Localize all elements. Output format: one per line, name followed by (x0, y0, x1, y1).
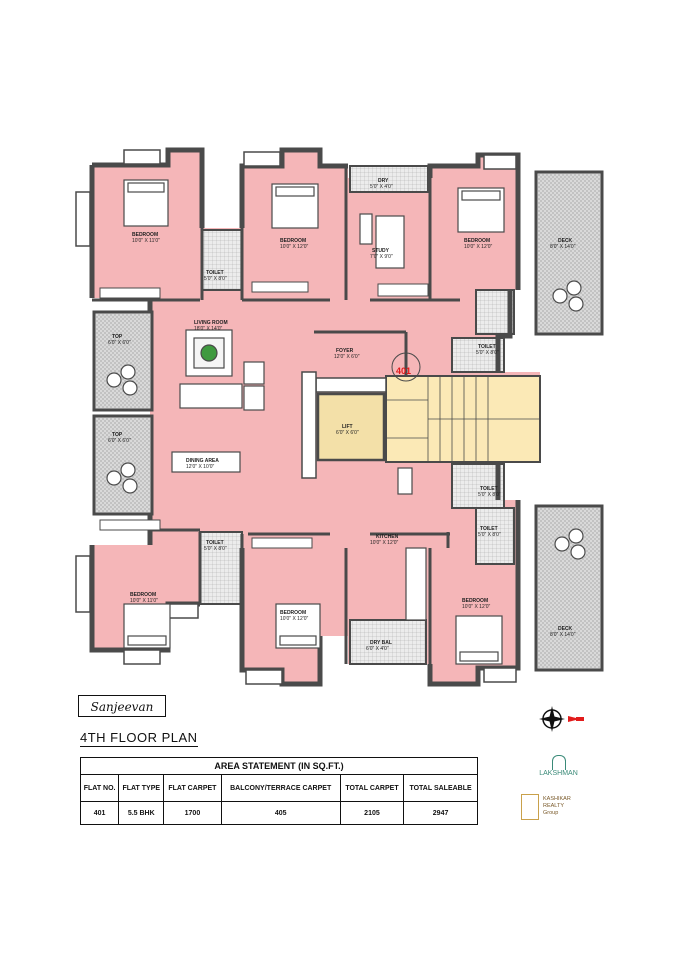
realty-line-2: REALTY (543, 803, 564, 809)
toilet-e (475, 507, 515, 565)
deck2-name: DECK (558, 626, 573, 632)
deck-right-bottom (534, 504, 604, 672)
dry-name: DRY (378, 178, 389, 184)
drybal-name: DRY BAL (370, 640, 392, 646)
floor-plan-drawing: BEDROOM 10'0" X 11'0" BEDROOM 10'0" X 12… (75, 147, 604, 687)
foyer-dim: 12'0" X 6'0" (334, 354, 360, 360)
living-furniture (171, 213, 427, 621)
cell-flat-carpet: 1700 (163, 801, 222, 825)
realty-line-3: Group (543, 810, 559, 816)
bed5-name: BEDROOM (280, 610, 306, 616)
toilet4-name: TOILET (480, 526, 498, 532)
study-name: STUDY (372, 248, 390, 254)
realty-mark-icon (521, 794, 539, 820)
lift-name: LIFT (342, 424, 353, 430)
bed4-name: BEDROOM (130, 592, 156, 598)
toilet3-name: TOILET (480, 486, 498, 492)
bed6-dim: 10'0" X 12'0" (462, 604, 490, 610)
top1-name: TOP (112, 334, 123, 340)
cell-balcony: 405 (220, 801, 341, 825)
shaft-box (315, 377, 387, 393)
deck1-dim: 8'0" X 14'0" (550, 244, 576, 250)
dining-name: DINING AREA (186, 458, 219, 464)
header-flat-no: FLAT NO. (79, 774, 120, 802)
arch-icon (552, 755, 566, 770)
deck-seats (106, 280, 586, 560)
foyer-name: FOYER (336, 348, 354, 354)
entry-door-arc (391, 352, 421, 382)
developer-logo: LAKSHMAN KASHIKAR REALTY Group (519, 752, 598, 828)
toilet1-name: TOILET (206, 270, 224, 276)
cell-flat-no: 401 (79, 801, 120, 825)
flat-badge: 401 (396, 366, 411, 376)
compass-icon (539, 706, 584, 732)
toilet-f (199, 531, 243, 605)
cell-total-saleable: 2947 (403, 801, 478, 825)
header-balcony: BALCONY/TERRACE CARPET (220, 774, 341, 802)
kitchen-dim: 10'0" X 12'0" (370, 540, 398, 546)
toilet3-dim: 5'0" X 8'0" (478, 492, 501, 498)
area-statement-table: AREA STATEMENT (IN SQ.FT.) FLAT NO. FLAT… (79, 757, 478, 825)
bed1-name: BEDROOM (132, 232, 158, 238)
cell-total-carpet: 2105 (339, 801, 405, 825)
dry-dim: 5'0" X 4'0" (370, 184, 393, 190)
bed4-dim: 10'0" X 11'0" (130, 598, 158, 604)
toilet4-dim: 5'0" X 8'0" (478, 532, 501, 538)
bed3-name: BEDROOM (464, 238, 490, 244)
toilet2-name: TOILET (478, 344, 496, 350)
toilet1-dim: 5'0" X 8'0" (204, 276, 227, 282)
deck2-dim: 8'0" X 14'0" (550, 632, 576, 638)
cell-flat-type: 5.5 BHK (118, 801, 165, 825)
ducts (301, 371, 317, 479)
partitions (92, 166, 460, 664)
toilet2-dim: 5'0" X 8'0" (476, 350, 499, 356)
wardrobes (99, 281, 429, 549)
toilet-d (451, 463, 505, 509)
bed2-dim: 10'0" X 12'0" (280, 244, 308, 250)
header-flat-type: FLAT TYPE (118, 774, 165, 802)
area-caption: AREA STATEMENT (IN SQ.FT.) (80, 757, 478, 775)
lift-dim: 6'0" X 6'0" (336, 430, 359, 436)
drybal-dim: 6'0" X 4'0" (366, 646, 389, 652)
dining-dim: 12'0" X 10'0" (186, 464, 214, 470)
lift-box (316, 392, 386, 462)
dry-top (349, 165, 429, 193)
deck-left-top (92, 310, 154, 412)
header-flat-carpet: FLAT CARPET (163, 774, 222, 802)
dry-bottom (349, 619, 427, 665)
brand-logo: Sanjeevan (78, 695, 166, 717)
room-labels: BEDROOM 10'0" X 11'0" BEDROOM 10'0" X 12… (108, 178, 576, 652)
kitchen-name: KITCHEN (376, 534, 399, 540)
bed5-dim: 10'0" X 12'0" (280, 616, 308, 622)
top2-dim: 6'0" X 6'0" (108, 438, 131, 444)
beds (123, 179, 505, 665)
toilet5-name: TOILET (206, 540, 224, 546)
top2-name: TOP (112, 432, 123, 438)
toilet5-dim: 5'0" X 8'0" (204, 546, 227, 552)
walls (89, 147, 521, 687)
stair-treads (386, 376, 540, 462)
developer-logo-bottom: KASHIKAR REALTY Group (519, 790, 598, 828)
living-name: LIVING ROOM (194, 320, 228, 326)
header-total-carpet: TOTAL CARPET (339, 774, 405, 802)
developer-name-top: LAKSHMAN (539, 770, 578, 777)
toilet-c (451, 337, 505, 373)
header-total-saleable: TOTAL SALEABLE (403, 774, 478, 802)
realty-line-1: KASHIKAR (543, 796, 571, 802)
deck1-name: DECK (558, 238, 573, 244)
bed3-dim: 10'0" X 12'0" (464, 244, 492, 250)
top1-dim: 6'0" X 6'0" (108, 340, 131, 346)
floor-plan-title: 4TH FLOOR PLAN (80, 730, 198, 747)
windows (75, 149, 517, 685)
bed1-dim: 10'0" X 11'0" (132, 238, 160, 244)
developer-logo-top: LAKSHMAN (519, 752, 598, 782)
bed6-name: BEDROOM (462, 598, 488, 604)
living-dim: 18'0" X 14'0" (194, 326, 222, 332)
study-dim: 7'0" X 9'0" (370, 254, 393, 260)
deck-right-top (534, 170, 604, 336)
bed2-name: BEDROOM (280, 238, 306, 244)
